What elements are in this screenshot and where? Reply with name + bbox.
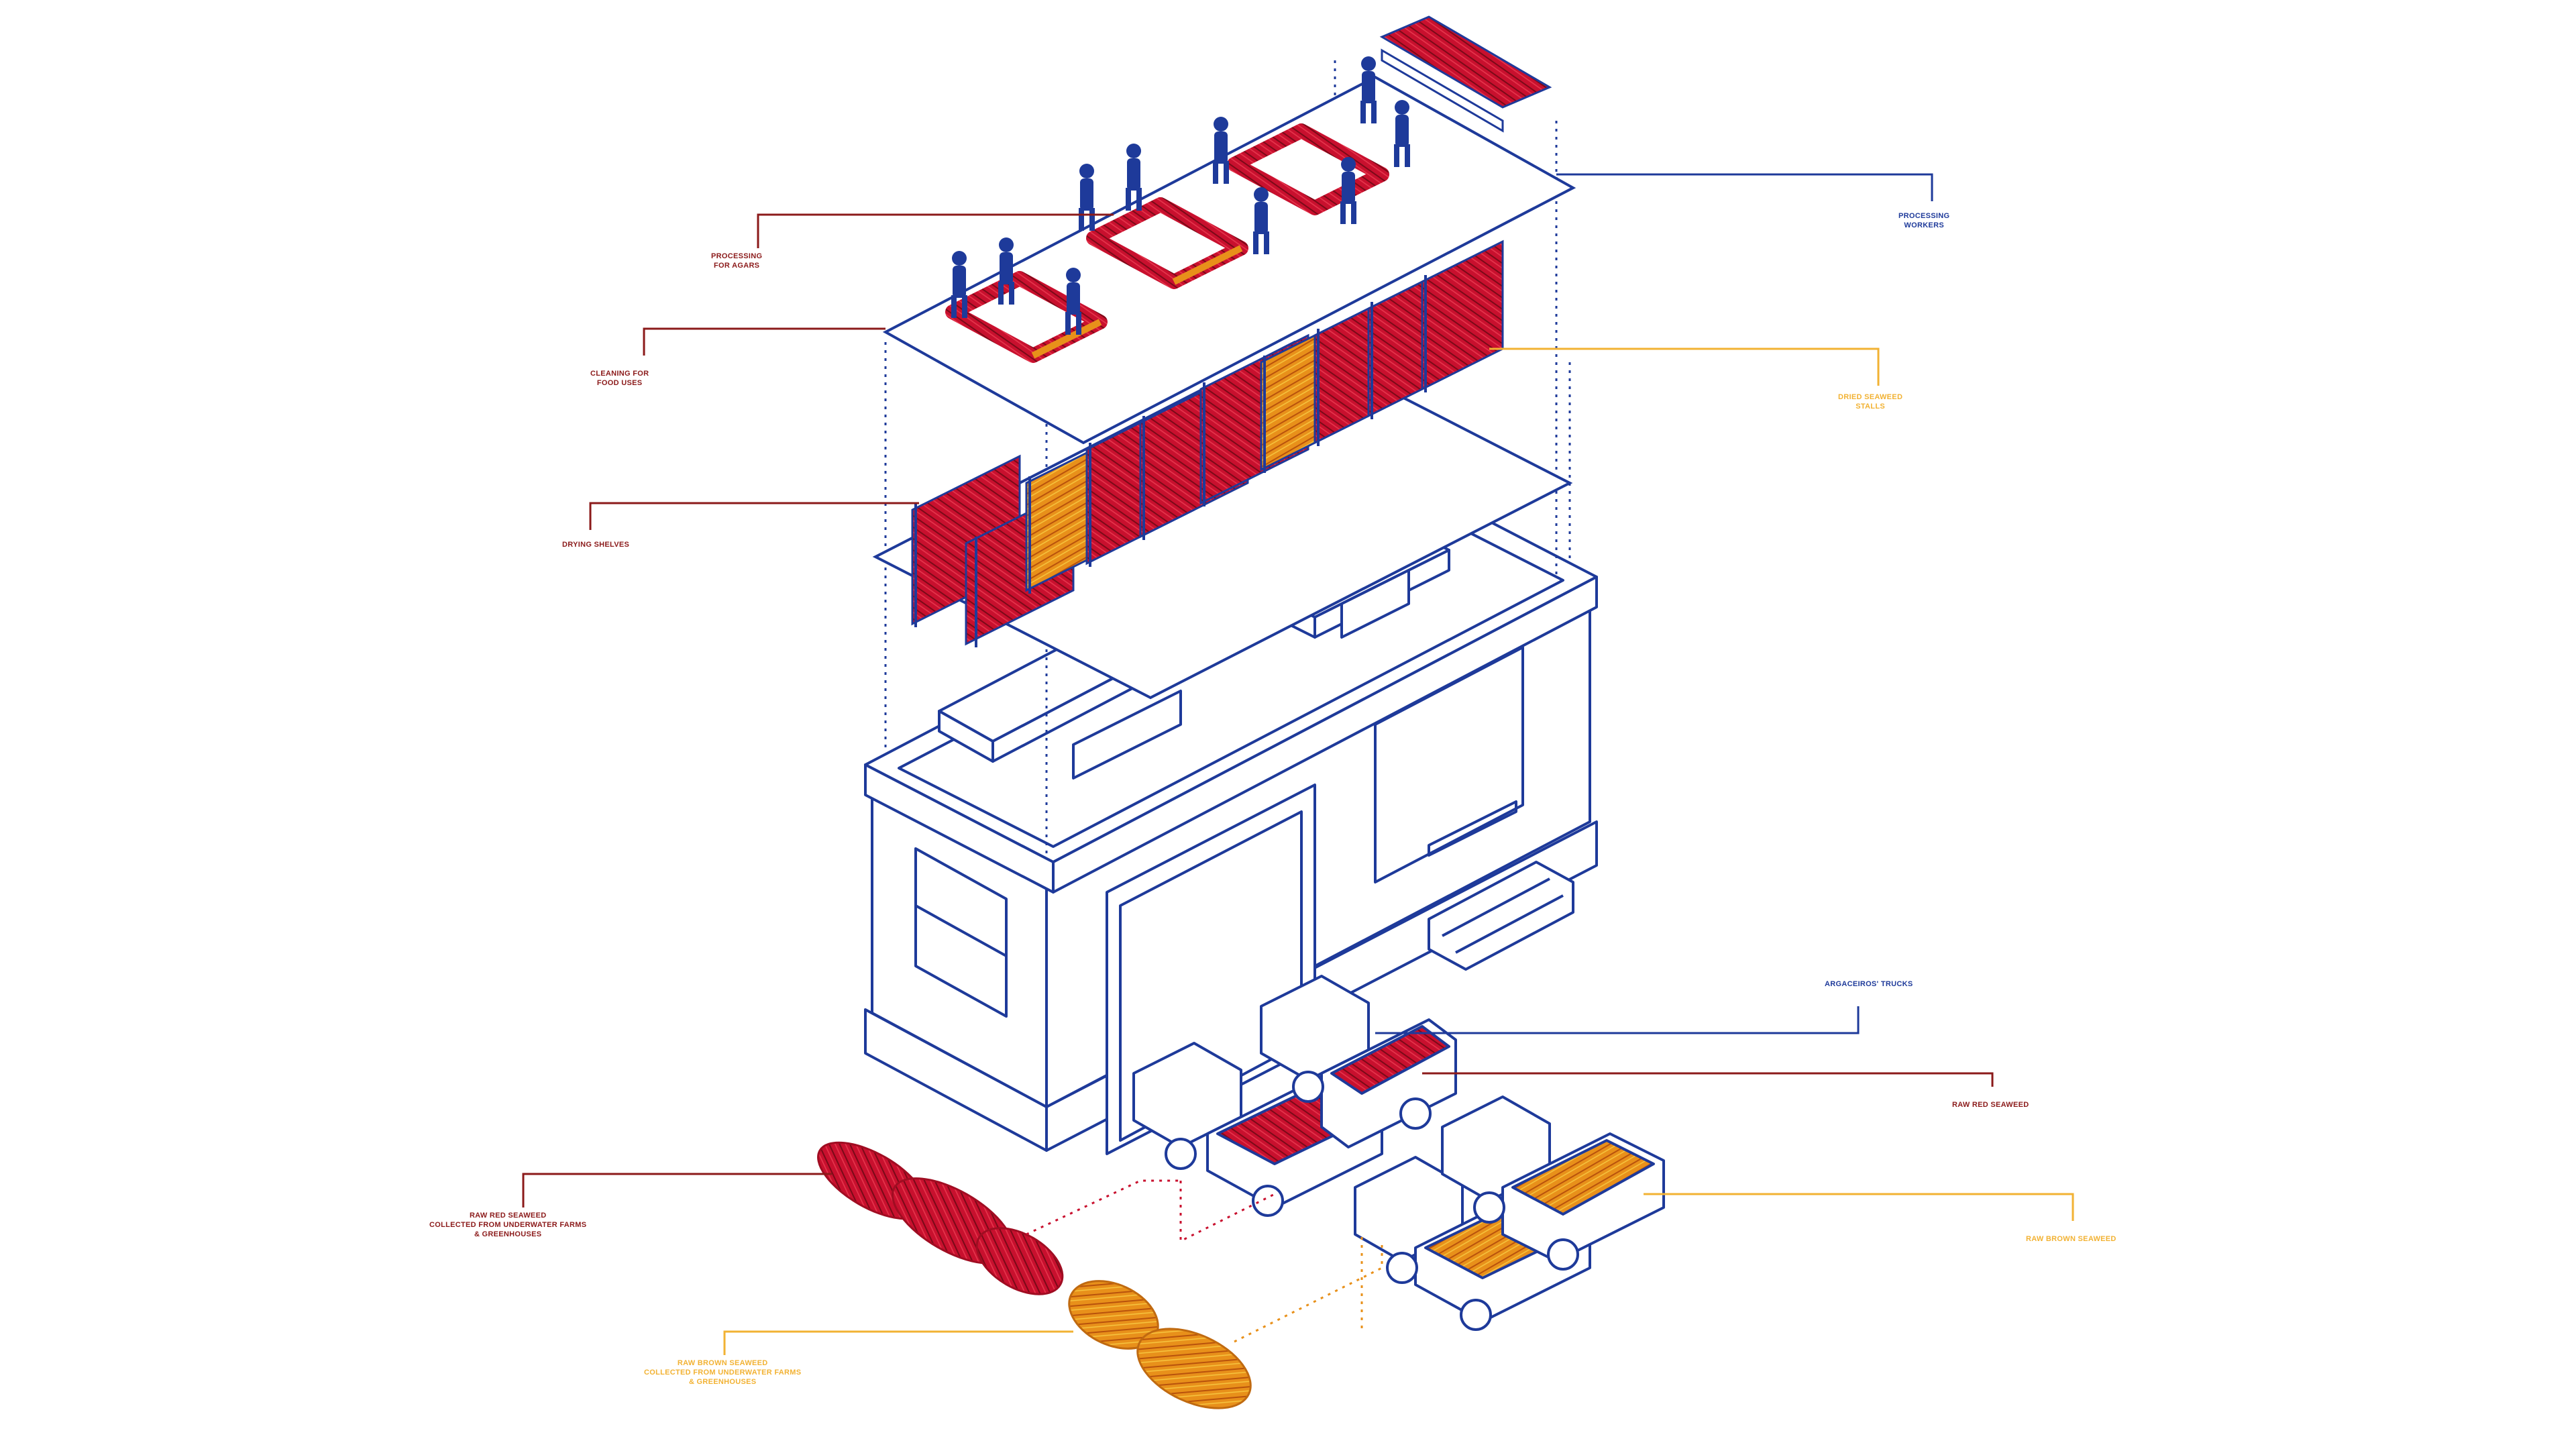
processing-platform bbox=[882, 15, 1576, 445]
roof-vent-2 bbox=[1340, 569, 1410, 639]
worker-figure bbox=[1213, 117, 1229, 184]
side-door-inner bbox=[1428, 800, 1517, 857]
label-raw-brown-seaweed-collected: RAW BROWN SEAWEED COLLECTED FROM UNDERWA… bbox=[644, 1359, 802, 1386]
drying-platform-plane bbox=[872, 340, 1573, 700]
building-side-window bbox=[914, 847, 1008, 1018]
label-raw-brown-seaweed: RAW BROWN SEAWEED bbox=[2026, 1235, 2116, 1243]
label-argaceiros-trucks: ARGACEIROS' TRUCKS bbox=[1825, 980, 1913, 988]
leader-lines bbox=[522, 173, 2074, 1355]
label-dried-seaweed-stalls: DRIED SEAWEED STALLS bbox=[1838, 393, 1903, 411]
flow-lines bbox=[1026, 1179, 1383, 1343]
raw-brown-seaweed-cluster bbox=[1068, 1280, 1252, 1409]
leader-raw-red-collected bbox=[522, 1173, 832, 1208]
label-drying-shelves: DRYING SHELVES bbox=[562, 541, 630, 549]
worker-figure bbox=[1126, 144, 1142, 211]
window-mullion bbox=[915, 904, 1007, 957]
label-processing-for-agars: PROCESSING FOR AGARS bbox=[711, 252, 763, 270]
step-line bbox=[1442, 877, 1550, 937]
truck-red-2 bbox=[1260, 975, 1457, 1148]
side-door bbox=[1374, 646, 1524, 883]
table-accents bbox=[1031, 245, 1243, 359]
shelf-supports bbox=[914, 275, 1427, 647]
leader-trucks bbox=[1375, 1006, 1860, 1034]
leader-raw-brown-collected bbox=[723, 1330, 1073, 1355]
processing-workers bbox=[951, 56, 1410, 335]
drying-shelves-platform bbox=[872, 239, 1573, 700]
agar-table-3 bbox=[1227, 123, 1389, 215]
leader-processing-workers bbox=[1556, 173, 1933, 201]
truck-brown-2 bbox=[1441, 1095, 1665, 1271]
stacked-trays bbox=[1379, 15, 1552, 133]
worker-figure bbox=[1065, 268, 1081, 335]
leader-processing-agars bbox=[757, 213, 1114, 248]
step-line bbox=[1455, 894, 1564, 954]
worker-figure bbox=[1079, 164, 1095, 231]
building-parapet-left bbox=[864, 763, 1055, 894]
leader-dried-stalls bbox=[1489, 347, 1880, 386]
worker-figure bbox=[951, 251, 967, 318]
worker-figure bbox=[1360, 56, 1377, 123]
worker-figure bbox=[1340, 157, 1356, 224]
entrance-steps bbox=[1428, 861, 1574, 971]
raw-red-seaweed-cluster bbox=[817, 1141, 1064, 1295]
label-raw-red-seaweed: RAW RED SEAWEED bbox=[1952, 1101, 2029, 1109]
leader-cleaning-food bbox=[643, 327, 885, 356]
label-processing-workers: PROCESSING WORKERS bbox=[1898, 212, 1950, 229]
leader-raw-red bbox=[1422, 1072, 1994, 1087]
truck-bed-brown-2 bbox=[1511, 1139, 1655, 1216]
label-cleaning-for-food-uses: CLEANING FOR FOOD USES bbox=[590, 370, 649, 387]
skylight-left-front bbox=[938, 710, 994, 763]
label-raw-red-seaweed-collected: RAW RED SEAWEED COLLECTED FROM UNDERWATE… bbox=[429, 1212, 587, 1238]
leader-raw-brown bbox=[1644, 1193, 2074, 1221]
argaceiros-trucks bbox=[1132, 975, 1665, 1331]
truck-bed-red-2 bbox=[1330, 1025, 1450, 1095]
roof-vent-1 bbox=[1072, 690, 1182, 780]
worker-figure bbox=[1394, 100, 1410, 167]
worker-figure bbox=[998, 237, 1014, 305]
drying-shelves bbox=[911, 239, 1504, 646]
worker-figure bbox=[1253, 187, 1269, 254]
leader-drying-shelves bbox=[589, 502, 919, 530]
